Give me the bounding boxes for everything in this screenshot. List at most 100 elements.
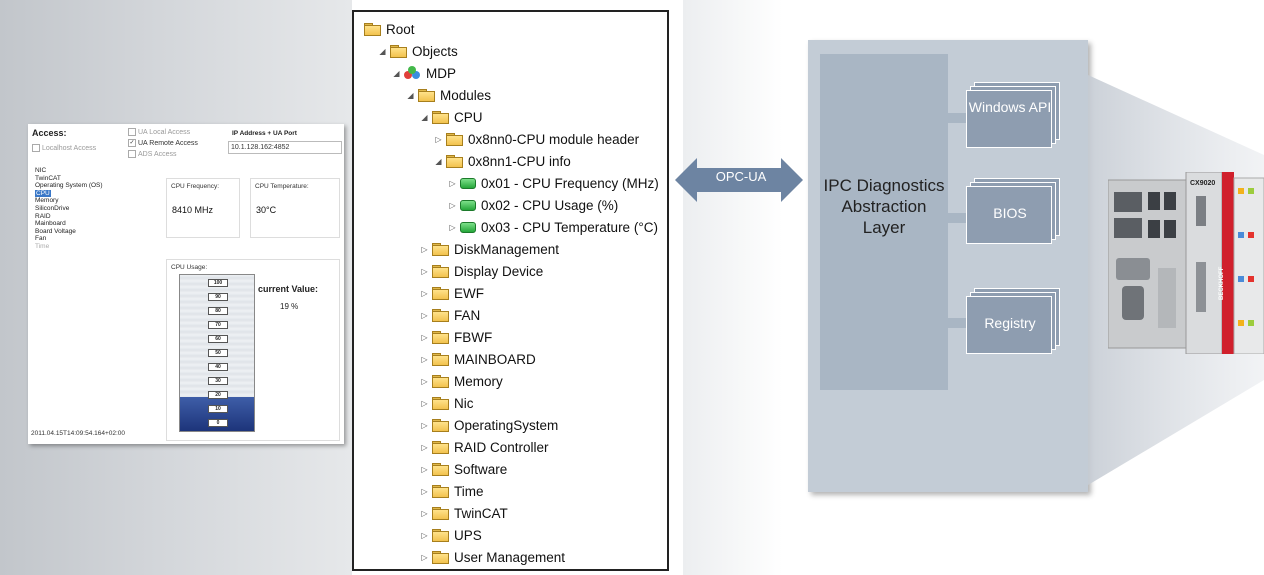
tree-node[interactable]: ▷RAID Controller [420,438,548,456]
tree-node-label: Memory [454,373,503,389]
nav-item-mainboard[interactable]: Mainboard [35,220,66,228]
collapsed-triangle-icon[interactable]: ▷ [421,332,428,342]
tree-node-label: CPU [454,109,483,125]
tree-node[interactable]: ▷EWF [420,284,484,302]
collapsed-triangle-icon[interactable]: ▷ [421,508,428,518]
tree-node[interactable]: ▷ 0x02 - CPU Usage (%) [448,196,618,214]
ua-local-access-checkbox[interactable]: UA Local Access [128,128,190,136]
collapsed-triangle-icon[interactable]: ▷ [435,134,442,144]
ua-remote-access-checkbox[interactable]: ✓ UA Remote Access [128,139,198,147]
tree-node[interactable]: ◢MDP [392,64,456,82]
tree-node[interactable]: ◢Objects [378,42,457,60]
collapsed-triangle-icon[interactable]: ▷ [421,354,428,364]
tree-node[interactable]: ▷OperatingSystem [420,416,558,434]
expanded-triangle-icon[interactable]: ◢ [379,46,386,56]
expanded-triangle-icon[interactable]: ◢ [407,90,414,100]
ipc-diagnostics-layer [820,54,948,390]
expanded-triangle-icon[interactable]: ◢ [435,156,442,166]
checkbox-checked-box[interactable]: ✓ [128,139,136,147]
nav-item-twincat[interactable]: TwinCAT [35,174,61,182]
collapsed-triangle-icon[interactable]: ▷ [421,398,428,408]
tree-node[interactable]: ▷Nic [420,394,473,412]
expanded-triangle-icon[interactable]: ◢ [393,68,400,78]
gauge-tick-label: 20 [208,391,228,399]
tree-node[interactable]: ◢ 0x8nn1-CPU info [434,152,571,170]
collapsed-triangle-icon[interactable]: ▷ [421,376,428,386]
tree-node-label: Display Device [454,263,544,279]
gauge-tick-label: 90 [208,293,228,301]
collapsed-triangle-icon[interactable]: ▷ [421,420,428,430]
collapsed-triangle-icon[interactable]: ▷ [421,266,428,276]
cpu-frequency-panel: CPU Frequency: 8410 MHz [166,178,240,238]
collapsed-triangle-icon[interactable]: ▷ [449,200,456,210]
tree-node[interactable]: ▷FBWF [420,328,492,346]
nav-item-board-voltage[interactable]: Board Voltage [35,227,76,235]
folder-icon [432,485,449,498]
collapsed-triangle-icon[interactable]: ▷ [421,486,428,496]
ads-access-checkbox[interactable]: ADS Access [128,150,177,158]
nav-item-silicondrive[interactable]: SiliconDrive [35,204,70,212]
collapsed-triangle-icon[interactable]: ▷ [421,288,428,298]
tree-node[interactable]: ▷FAN [420,306,480,324]
nav-item-raid[interactable]: RAID [35,212,51,220]
timestamp: 2011.04.15T14:09:54.164+02:00 [31,430,126,437]
collapsed-triangle-icon[interactable]: ▷ [449,222,456,232]
tree-node[interactable]: ▷ User Management [420,548,565,566]
folder-icon [432,463,449,476]
sheet-front: Windows API [966,90,1052,148]
sheet-front: Registry [966,296,1052,354]
tree-node[interactable]: ▷Time [420,482,483,500]
tree-node[interactable]: ▷0x01 - CPU Frequency (MHz) [448,174,658,192]
tree-node-label: 0x02 - CPU Usage (%) [481,197,619,213]
nav-item-memory[interactable]: Memory [35,197,59,205]
tree-node[interactable]: ▷Software [420,460,507,478]
tree-node[interactable]: ▷ Memory [420,372,503,390]
collapsed-triangle-icon[interactable]: ▷ [421,552,428,562]
nav-item-time[interactable]: Time [35,242,50,250]
tree-node[interactable]: ▷ Display Device [420,262,543,280]
nav-item-nic[interactable]: NIC [35,167,47,174]
checkbox-box[interactable] [128,128,136,136]
mdp-icon [404,66,421,80]
folder-icon [432,551,449,564]
tree-node[interactable]: ◢ CPU [420,108,483,126]
nav-item-os[interactable]: Operating System (OS) [35,182,103,190]
collapsed-triangle-icon[interactable]: ▷ [421,244,428,254]
collapsed-triangle-icon[interactable]: ▷ [421,464,428,474]
checkbox-box[interactable] [32,144,40,152]
collapsed-triangle-icon[interactable]: ▷ [421,442,428,452]
opc-ua-double-arrow-icon [675,158,803,202]
nav-item-fan[interactable]: Fan [35,235,47,243]
tree-node[interactable]: ▷UPS [420,526,481,544]
gauge-tick-label: 80 [208,307,228,315]
tree-node-label: 0x8nn1-CPU info [468,153,571,169]
collapsed-triangle-icon[interactable]: ▷ [421,530,428,540]
expanded-triangle-icon[interactable]: ◢ [421,112,428,122]
tree-node-label: TwinCAT [454,505,508,521]
collapsed-triangle-icon[interactable]: ▷ [449,178,456,188]
current-value-title: current Value: [258,284,319,294]
ads-access-label: ADS Access [138,150,177,158]
nav-item-cpu[interactable]: CPU [35,189,51,198]
registry-stack: Registry [966,288,1060,356]
tree-node[interactable]: ◢Modules [406,86,491,104]
cpu-frequency-value: 8410 MHz [172,205,214,215]
ip-address-input[interactable]: 10.1.128.162:4852 [228,141,342,154]
connector-windows-api [948,113,968,123]
checkbox-box[interactable] [128,150,136,158]
gauge-tick-label: 100 [208,279,228,287]
tree-node[interactable]: Root [364,20,415,38]
tree-node[interactable]: ▷ TwinCAT [420,504,508,522]
tree-node[interactable]: ▷ 0x8nn0-CPU module header [434,130,639,148]
tree-node[interactable]: ▷DiskManagement [420,240,559,258]
localhost-access-checkbox[interactable]: Localhost Access [32,144,96,152]
ipc-diagnostics-label: IPC Diagnostics Abstraction Layer [823,176,945,237]
tree-node[interactable]: ▷MAINBOARD [420,350,535,368]
windows-api-stack: Windows API [966,82,1060,150]
cpu-frequency-title: CPU Frequency: [171,183,220,190]
tree-node-label: 0x8nn0-CPU module header [468,131,640,147]
tree-node-label: User Management [454,549,566,565]
tree-node[interactable]: ▷0x03 - CPU Temperature (°C) [448,218,658,236]
ua-remote-access-label: UA Remote Access [138,139,198,147]
collapsed-triangle-icon[interactable]: ▷ [421,310,428,320]
